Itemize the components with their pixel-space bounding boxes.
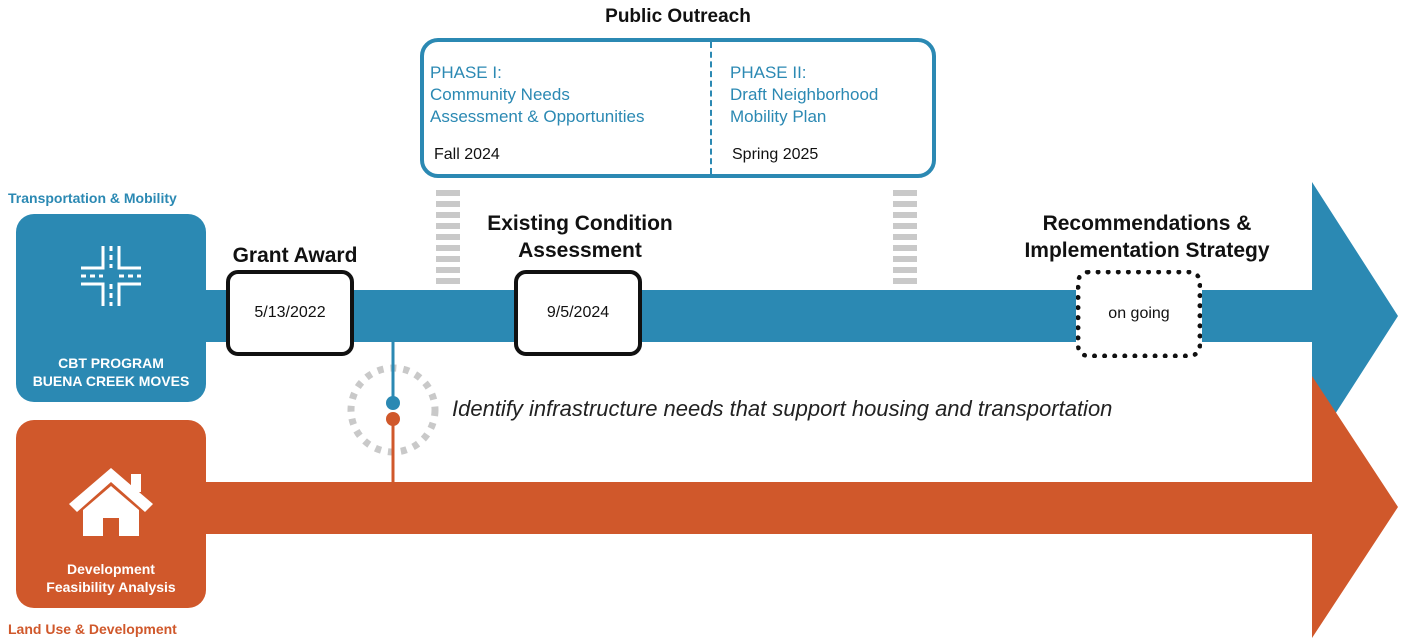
public-outreach-title: Public Outreach xyxy=(605,6,751,27)
phase-2-title-line2: Draft Neighborhood xyxy=(730,85,879,104)
existing-condition-date: 9/5/2024 xyxy=(546,304,610,321)
existing-condition-title-line2: Assessment xyxy=(518,239,642,262)
land-use-arrow xyxy=(205,376,1398,638)
existing-condition-date-box: 9/5/2024 xyxy=(514,270,642,356)
connector-orange-dot xyxy=(386,412,400,426)
recommendations-date: on going xyxy=(1108,305,1170,322)
connector-teal-dot xyxy=(386,396,400,410)
intersection-icon xyxy=(81,246,141,306)
transportation-program-line1: CBT PROGRAM xyxy=(58,355,164,371)
transportation-arrow xyxy=(205,182,1398,450)
phase-1-connector xyxy=(436,190,460,289)
recommendations-date-box: on going xyxy=(1076,270,1202,358)
grant-award-date-box: 5/13/2022 xyxy=(226,270,354,356)
grant-award-title: Grant Award xyxy=(232,244,358,267)
land-use-program-line2: Feasibility Analysis xyxy=(46,579,176,595)
land-use-program-box: Development Feasibility Analysis xyxy=(16,420,206,608)
grant-award-date: 5/13/2022 xyxy=(254,304,326,321)
land-use-program-line1: Development xyxy=(67,561,155,577)
phase-1-date: Fall 2024 xyxy=(434,146,500,163)
phase-1-title-line2: Community Needs xyxy=(430,85,570,104)
transportation-category-label: Transportation & Mobility xyxy=(8,190,177,206)
transportation-program-box: CBT PROGRAM BUENA CREEK MOVES xyxy=(16,214,206,402)
land-use-category-label: Land Use & Development xyxy=(8,621,177,637)
public-outreach-box: PHASE I: Community Needs Assessment & Op… xyxy=(420,38,936,178)
recommendations-title-line1: Recommendations & xyxy=(1042,212,1252,235)
phase-2-connector xyxy=(893,190,917,289)
track-connector xyxy=(347,342,439,482)
transportation-program-line2: BUENA CREEK MOVES xyxy=(32,373,190,389)
phase-2-title-line1: PHASE II: xyxy=(730,63,807,82)
phase-1-title-line1: PHASE I: xyxy=(430,63,502,82)
house-icon xyxy=(69,468,153,536)
phase-2-date: Spring 2025 xyxy=(732,146,819,163)
recommendations-title-line2: Implementation Strategy xyxy=(1024,239,1270,262)
phase-1-title-line3: Assessment & Opportunities xyxy=(430,107,645,126)
phase-2-title-line3: Mobility Plan xyxy=(730,107,827,126)
connector-note: Identify infrastructure needs that suppo… xyxy=(452,396,1113,421)
phase-divider xyxy=(710,42,712,174)
existing-condition-title-line1: Existing Condition xyxy=(487,212,673,235)
